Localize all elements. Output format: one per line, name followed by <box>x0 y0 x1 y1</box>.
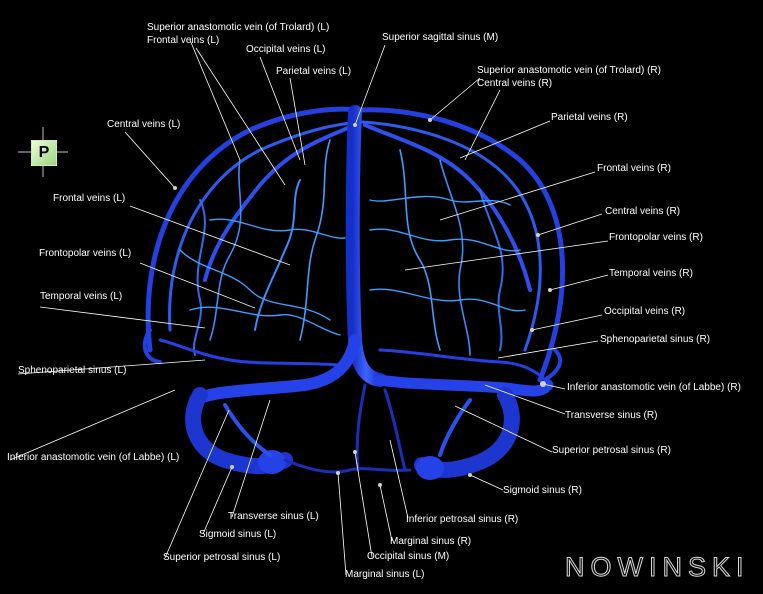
label-occipital-veins-l: Occipital veins (L) <box>246 44 326 55</box>
label-marginal-sinus-l: Marginal sinus (L) <box>345 569 425 580</box>
label-markers <box>173 118 552 487</box>
label-sigmoid-sinus-r: Sigmoid sinus (R) <box>503 485 582 496</box>
label-central-veins-l: Central veins (L) <box>107 119 181 130</box>
label-temporal-veins-l: Temporal veins (L) <box>40 291 123 302</box>
label-superior-petrosal-sinus-l: Superior petrosal sinus (L) <box>163 552 281 563</box>
label-inferior-anastomotic-vein-l: Inferior anastomotic vein (of Labbe) (L) <box>7 452 180 463</box>
label-central-veins-r: Central veins (R) <box>605 206 681 217</box>
label-marginal-sinus-r: Marginal sinus (R) <box>390 536 472 547</box>
leader-lines <box>9 39 609 576</box>
label-frontal-veins-l-top: Frontal veins (L) <box>147 35 220 46</box>
label-frontal-veins-l: Frontal veins (L) <box>53 193 126 204</box>
label-sphenoparietal-sinus-r: Sphenoparietal sinus (R) <box>600 334 711 345</box>
label-superior-anastomotic-vein-l: Superior anastomotic vein (of Trolard) (… <box>147 22 330 33</box>
label-parietal-veins-l: Parietal veins (L) <box>276 66 352 77</box>
label-sphenoparietal-sinus-l: Sphenoparietal sinus (L) <box>18 365 127 376</box>
label-inferior-petrosal-sinus-r: Inferior petrosal sinus (R) <box>406 514 519 525</box>
label-frontopolar-veins-r: Frontopolar veins (R) <box>609 232 703 243</box>
label-superior-anastomotic-vein-r: Superior anastomotic vein (of Trolard) (… <box>477 65 661 76</box>
label-parietal-veins-r: Parietal veins (R) <box>551 112 628 123</box>
label-transverse-sinus-r: Transverse sinus (R) <box>565 410 658 421</box>
nowinski-logo: NOWINSKI <box>565 550 745 584</box>
label-frontal-veins-r: Frontal veins (R) <box>597 163 671 174</box>
label-temporal-veins-r: Temporal veins (R) <box>609 268 693 279</box>
orientation-letter: P <box>31 140 57 166</box>
label-superior-sagittal-sinus: Superior sagittal sinus (M) <box>382 32 499 43</box>
dural-sinuses <box>185 105 554 480</box>
label-occipital-sinus-m: Occipital sinus (M) <box>367 551 450 562</box>
label-central-veins-r-top: Central veins (R) <box>477 78 553 89</box>
orientation-indicator: P <box>18 127 68 177</box>
label-sigmoid-sinus-l: Sigmoid sinus (L) <box>199 529 277 540</box>
label-frontopolar-veins-l: Frontopolar veins (L) <box>39 248 132 259</box>
label-transverse-sinus-l: Transverse sinus (L) <box>228 511 319 522</box>
label-superior-petrosal-sinus-r: Superior petrosal sinus (R) <box>552 445 671 456</box>
nowinski-logo-text: NOWINSKI <box>565 552 750 583</box>
label-occipital-veins-r: Occipital veins (R) <box>604 306 686 317</box>
label-inferior-anastomotic-vein-r: Inferior anastomotic vein (of Labbe) (R) <box>567 382 741 393</box>
